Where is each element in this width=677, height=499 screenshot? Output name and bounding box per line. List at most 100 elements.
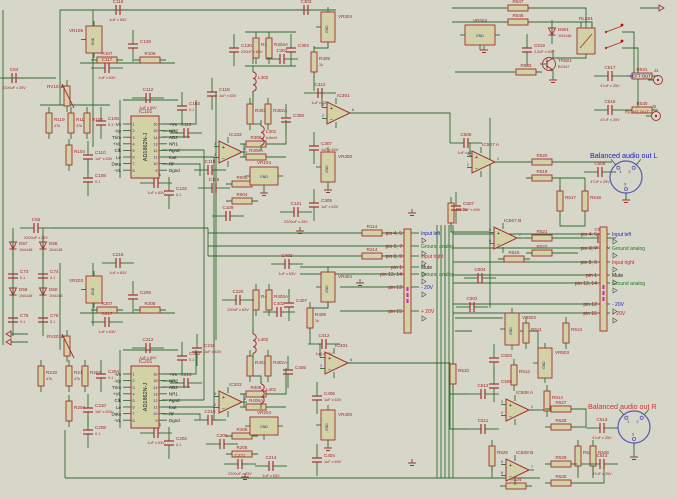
capacitor-c219[interactable]: C219 — [194, 409, 226, 425]
resistor-r106[interactable]: R106 — [134, 51, 166, 64]
resistor-r107[interactable]: R107 — [91, 51, 123, 64]
relay-rl501[interactable]: RL501 — [576, 16, 628, 55]
capacitor-c115[interactable]: C115 — [198, 177, 230, 193]
capacitor-c303[interactable]: C303 — [290, 0, 322, 15]
capacitor-c511[interactable]: C511 — [467, 418, 499, 434]
resistor-r524[interactable]: R524 — [500, 477, 532, 490]
resistor-r208[interactable]: R208 — [134, 301, 166, 314]
resistor-r530[interactable]: R530 — [545, 474, 577, 487]
resistor-r308[interactable]: R308 — [240, 135, 272, 148]
capacitor-c304[interactable]: C304 — [286, 34, 309, 66]
resistor-r102[interactable]: R102 — [83, 107, 103, 139]
resistor-r546[interactable]: R546 — [502, 13, 534, 26]
dac-ic-ic201[interactable]: IC201AD1862N-J1-Vs2-Vp3Trim4+VL5Clk6Le7D… — [111, 359, 180, 429]
inductor-l402[interactable]: L402 — [252, 328, 269, 359]
resistor-r214[interactable]: R214 — [356, 247, 388, 260]
resistor-r104[interactable]: R104 — [65, 139, 85, 171]
capacitor-c126[interactable]: C126 — [128, 30, 151, 62]
resistor-r522[interactable]: R522 — [526, 244, 558, 257]
center-header[interactable] — [403, 228, 412, 334]
resistor-r518[interactable]: R518 — [581, 185, 601, 217]
resistor-r514[interactable]: R514 — [543, 385, 563, 417]
resistor-r302[interactable]: R302 — [246, 98, 266, 130]
resistor-r519[interactable]: R519 — [526, 169, 558, 182]
resistor-r511[interactable]: R511 — [522, 317, 542, 349]
resistor-r528[interactable]: R528 — [545, 418, 577, 431]
resistor-r512[interactable]: R512 — [510, 359, 530, 391]
resistor-r510[interactable]: R510 — [449, 358, 469, 390]
resistor-r525[interactable]: R525 — [488, 440, 508, 472]
resistor-r206[interactable]: R206 — [226, 445, 258, 458]
resistor-r523[interactable]: R523 — [574, 440, 594, 472]
resistor-r403a[interactable]: R403A — [265, 284, 289, 316]
capacitor-c502[interactable]: C502 — [456, 296, 488, 312]
resistor-r527[interactable]: R527 — [545, 400, 577, 413]
dac-ic-ic101[interactable]: IC101AD1862N-J1-Vs2-Vp3Trim4+VL5Clk6Le7D… — [111, 109, 180, 179]
resistor-r513[interactable]: R513 — [562, 317, 582, 349]
inductor-l401[interactable]: L401 — [260, 378, 277, 409]
capacitor-c402[interactable]: C402 — [263, 301, 295, 317]
resistor-r604[interactable]: R604 — [226, 192, 258, 205]
inductor-l302[interactable]: L302 — [252, 66, 269, 97]
resistor-r204[interactable]: R204 — [65, 395, 85, 427]
resistor-r114[interactable]: R114 — [356, 224, 388, 237]
right-header[interactable] — [599, 226, 608, 332]
capacitor-c503[interactable]: C503 — [489, 344, 512, 376]
resistor-r402a[interactable]: R402A — [264, 350, 288, 382]
resistor-r521[interactable]: R521 — [526, 229, 558, 242]
resistor-r515[interactable]: R515 — [447, 197, 467, 229]
capacitor-c405[interactable]: C405 — [283, 356, 306, 388]
capacitor-c209[interactable]: C209 — [128, 281, 151, 313]
resistor-r408[interactable]: R408 — [240, 385, 272, 398]
capacitor-c113[interactable]: C113 — [170, 122, 202, 138]
capacitor-c512[interactable]: C512 — [467, 383, 499, 399]
resistor-r302a[interactable]: R302A — [264, 98, 288, 130]
resistor-r533[interactable]: R533 — [510, 63, 542, 76]
